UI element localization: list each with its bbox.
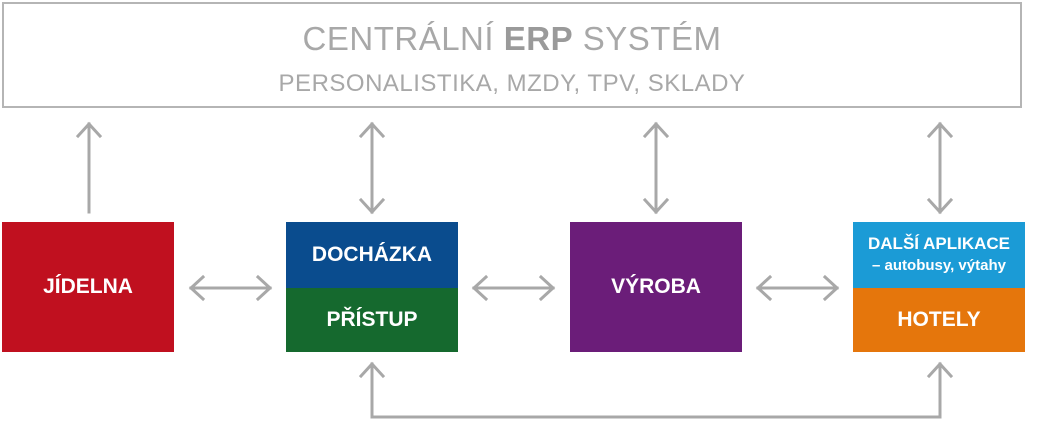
module-pristup: PŘÍSTUP bbox=[286, 288, 458, 352]
erp-title-bold: ERP bbox=[503, 20, 574, 57]
arrow-dochazka-erp-icon bbox=[358, 121, 386, 215]
module-dalsi-title: DALŠÍ APLIKACE bbox=[868, 234, 1010, 253]
module-pristup-label: PŘÍSTUP bbox=[326, 308, 418, 331]
arrow-dochazka-vyroba-icon bbox=[471, 274, 556, 302]
module-vyroba-label: VÝROBA bbox=[611, 275, 701, 298]
arrow-vyroba-dalsi-icon bbox=[755, 274, 840, 302]
module-dochazka-label: DOCHÁZKA bbox=[311, 243, 433, 266]
arrow-pristup-hotely-icon bbox=[358, 361, 954, 419]
module-jidelna-label: JÍDELNA bbox=[43, 275, 133, 298]
erp-title-prefix: CENTRÁLNÍ bbox=[302, 20, 504, 57]
arrow-dalsi-erp-icon bbox=[926, 121, 954, 215]
module-hotely: HOTELY bbox=[853, 288, 1025, 352]
arrow-vyroba-erp-icon bbox=[642, 121, 670, 215]
module-hotely-label: HOTELY bbox=[897, 308, 981, 331]
module-vyroba: VÝROBA bbox=[570, 222, 742, 352]
arrow-jidelna-dochazka-icon bbox=[188, 274, 273, 302]
erp-subtitle: PERSONALISTIKA, MZDY, TPV, SKLADY bbox=[278, 70, 746, 97]
module-dalsi-sub: – autobusy, výtahy bbox=[872, 257, 1006, 274]
arrow-jidelna-erp-icon bbox=[75, 121, 103, 214]
central-erp-system-box: CENTRÁLNÍ ERP SYSTÉM PERSONALISTIKA, MZD… bbox=[2, 2, 1022, 108]
erp-title-suffix: SYSTÉM bbox=[573, 20, 722, 57]
erp-title: CENTRÁLNÍ ERP SYSTÉM bbox=[4, 20, 1020, 58]
module-dochazka: DOCHÁZKA bbox=[286, 222, 458, 288]
module-dalsi-aplikace: DALŠÍ APLIKACE – autobusy, výtahy bbox=[853, 222, 1025, 288]
module-jidelna: JÍDELNA bbox=[2, 222, 174, 352]
